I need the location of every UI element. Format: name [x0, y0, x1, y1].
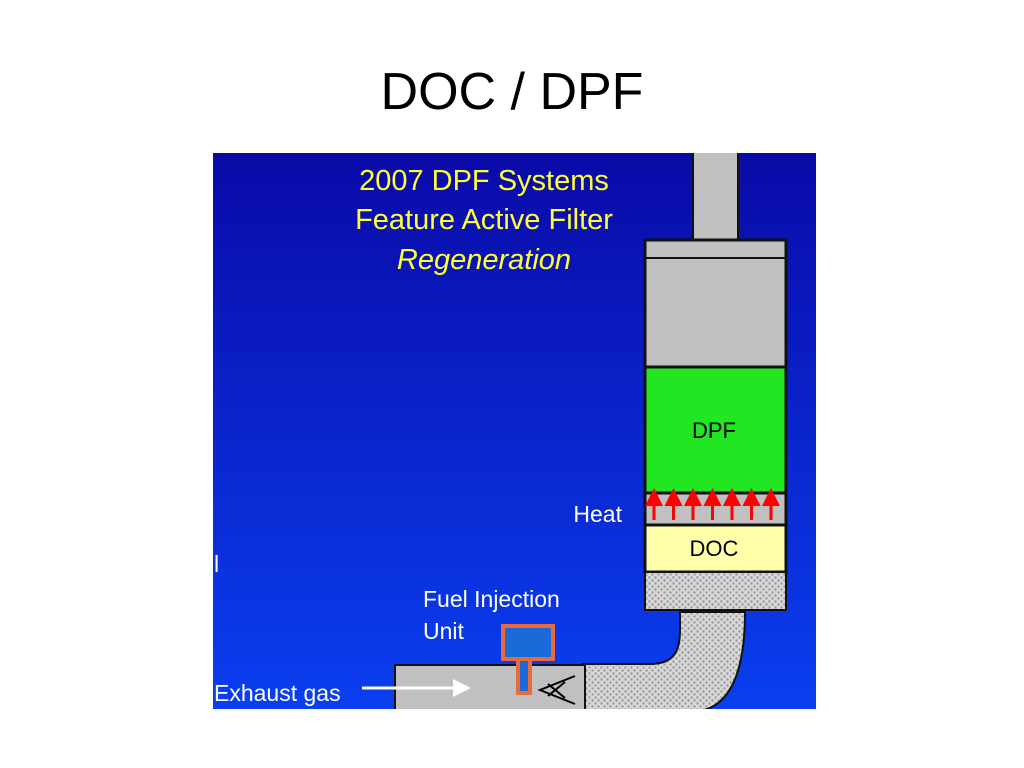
upper-housing	[643, 238, 788, 369]
doc-block	[643, 523, 788, 574]
doc-label: DOC	[690, 536, 739, 561]
stack-pipe	[692, 153, 739, 241]
diagram-heading-line2: Feature Active Filter	[355, 204, 613, 236]
diagram-heading-line3: Regeneration	[397, 244, 571, 276]
heat-arrows	[645, 488, 780, 520]
clipped-text-fragment: l	[214, 551, 219, 577]
fuel-injector-body	[501, 624, 555, 661]
fuel-injection-label-line1: Fuel Injection	[423, 586, 560, 612]
exhaust-gas-label: Exhaust gas	[214, 680, 341, 706]
slide-title: DOC / DPF	[380, 63, 644, 121]
spray-symbol	[537, 675, 576, 705]
dpf-label: DPF	[692, 418, 736, 443]
doc-mesh-section	[644, 571, 787, 611]
diagram-heading-line1: 2007 DPF Systems	[359, 165, 609, 197]
fuel-injection-label-line2: Unit	[423, 618, 465, 644]
heat-zone	[643, 491, 788, 527]
fuel-injector-nozzle	[516, 657, 532, 695]
heat-label: Heat	[573, 501, 622, 527]
elbow-pipe	[581, 611, 747, 709]
